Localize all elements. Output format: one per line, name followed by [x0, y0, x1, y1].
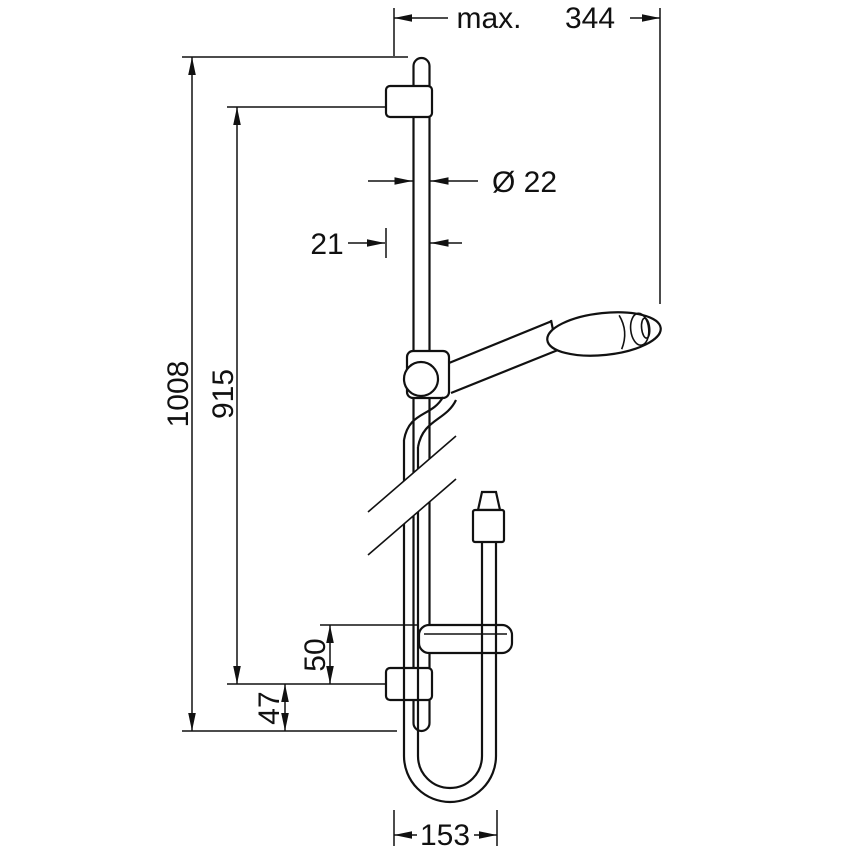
dim-label-lower-overhang: 47: [253, 691, 286, 724]
dimension-hose-loop-width: 153: [393, 810, 498, 850]
dim-label-diameter: Ø 22: [492, 166, 557, 199]
soap-dish: [417, 623, 514, 655]
soap-dish-body: [417, 623, 514, 655]
label-halo: [417, 821, 474, 848]
dimension-total-height: 1008: [162, 56, 408, 732]
hand-shower: [448, 311, 662, 395]
hose-loop-inner: [416, 447, 484, 790]
hose-upper-curve-outer: [402, 396, 444, 441]
shower-head-detail-line: [618, 314, 626, 350]
break-line-upper: [367, 435, 457, 513]
hose-connector: [471, 490, 506, 544]
dimension-bar-height: 915: [207, 106, 386, 685]
top-wall-bracket: [384, 84, 434, 119]
slider-knob: [402, 360, 440, 398]
dim-label-max-value: 344: [565, 2, 615, 35]
shower-head: [546, 311, 662, 357]
dimension-wall-offset: 21: [310, 228, 462, 261]
dim-label-loop-width: 153: [420, 819, 470, 850]
dimension-lower-overhang: 47: [253, 684, 289, 731]
hose-loop-outer: [402, 440, 498, 804]
shower-head-body: [546, 311, 662, 357]
dim-label-total-height: 1008: [162, 361, 195, 428]
dimension-max-width: max. 344: [393, 2, 661, 304]
connector-body: [471, 508, 506, 544]
wall-brackets: [384, 84, 434, 702]
break-line-lower: [367, 478, 457, 556]
dimension-rail-diameter: Ø 22: [368, 166, 557, 199]
connector-taper: [476, 490, 502, 512]
hose-upper-curve-inner: [416, 399, 457, 448]
spray-face-inner: [640, 317, 651, 339]
dim-label-soap-spacing: 50: [299, 638, 332, 671]
dim-label-bar-height: 915: [207, 369, 240, 419]
slider-holder: [402, 349, 451, 400]
bottom-wall-bracket: [384, 666, 434, 702]
handle-top-line: [448, 319, 553, 365]
spray-face-outer: [629, 312, 650, 346]
dimension-soap-dish-spacing: 50: [299, 624, 417, 684]
break-gap-mask: [368, 436, 456, 555]
label-halo: [448, 4, 630, 31]
shower-hose: [402, 396, 498, 804]
handle-bottom-line: [450, 348, 559, 395]
dim-label-max-prefix: max.: [456, 2, 521, 35]
break-symbol: [367, 435, 457, 556]
dim-label-offset: 21: [310, 228, 343, 261]
